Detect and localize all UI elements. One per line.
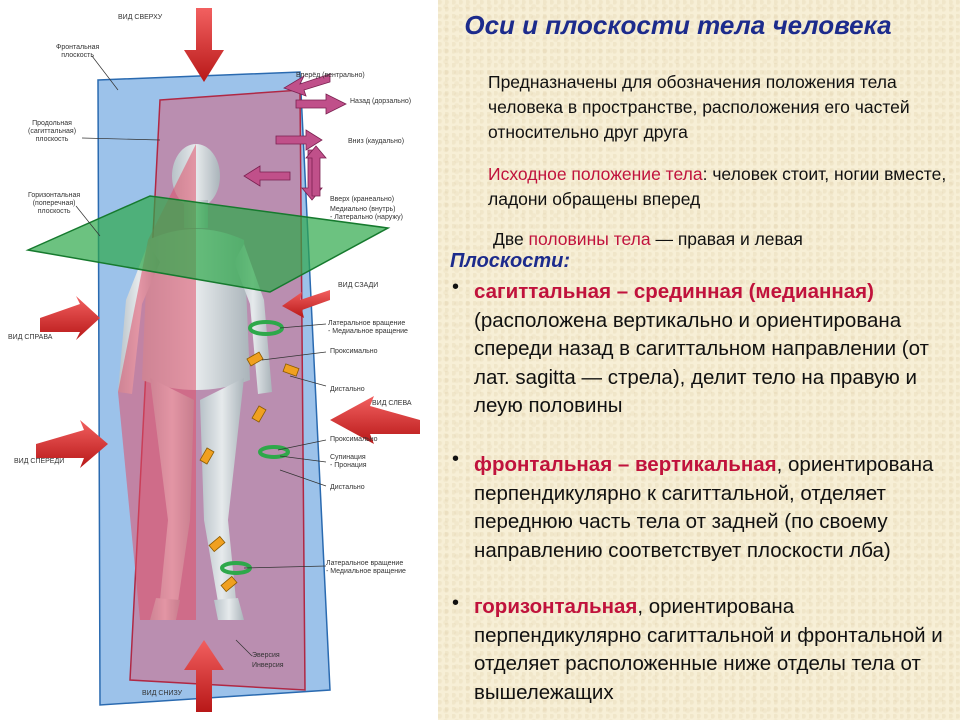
direction-chip: [251, 405, 267, 423]
label-supination: Супинация - Пронация: [330, 454, 367, 469]
view-front-arrow: [36, 420, 108, 468]
forward-arrow: [283, 73, 331, 97]
intro-paragraph: Предназначены для обозначения положения …: [488, 72, 910, 142]
label-sagittal-plane: Продольная (сагиттальная) плоскость: [28, 120, 77, 143]
direction-chip: [220, 575, 238, 593]
plane-term-horizontal: горизонтальная: [474, 595, 638, 618]
plane-item-horizontal: горизонтальная, ориентирована перпендику…: [474, 593, 954, 707]
direction-chip: [282, 363, 300, 377]
plane-item-sagittal: сагиттальная – срединная (медианная) (ра…: [474, 278, 954, 421]
label-back: Назад (дорзально): [350, 98, 412, 105]
bullet-1: •: [452, 276, 460, 298]
slide-background: [438, 0, 960, 720]
view-back-arrow: [282, 290, 330, 318]
plane-item-frontal: фронтальная – вертикальная, ориентирован…: [474, 451, 954, 565]
label-proximal-2: Проксимально: [330, 436, 378, 443]
label-inversion: Инверсия: [252, 662, 284, 669]
plane-text-frontal: , ориентирована перпендикулярно к сагитт…: [474, 453, 934, 562]
halves-paragraph: Две половины тела — правая и левая: [493, 227, 953, 252]
halves-term: половины тела: [528, 229, 651, 249]
label-view-bottom: ВИД СНИЗУ: [142, 690, 183, 697]
wrist-rotation-ring: [258, 445, 290, 459]
label-eversion: Эверсия: [252, 652, 280, 659]
slide-title: Оси и плоскости тела человека: [464, 10, 892, 40]
plane-term-sagittal: сагиттальная – срединная (медианная): [474, 280, 874, 303]
label-proximal-1: Проксимально: [330, 348, 378, 355]
planes-heading: Плоскости:: [450, 250, 571, 272]
view-right-arrow: [40, 296, 100, 340]
initial-position-text: : человек стоит, ногии вместе, ладони об…: [488, 164, 947, 209]
label-distal-2: Дистально: [330, 484, 365, 491]
initial-position-paragraph: Исходное положение тела: человек стоит, …: [488, 162, 948, 212]
view-bottom-arrow: [184, 640, 224, 712]
label-view-left: ВИД СЛЕВА: [372, 400, 412, 407]
label-medial-lateral: Медиально (внутрь) - Латерально (наружу): [330, 206, 403, 221]
plane-text-sagittal: (расположена вертикально и ориентирована…: [474, 308, 929, 418]
label-distal-1: Дистально: [330, 386, 365, 393]
halves-prefix: Две: [493, 229, 529, 249]
plane-term-frontal: фронтальная – вертикальная: [474, 453, 777, 476]
plane-text-horizontal: , ориентирована перпендикулярно сагиттал…: [474, 595, 943, 704]
label-forward: Вперёд (вентрально): [296, 72, 365, 79]
halves-text: — правая и левая: [650, 229, 803, 249]
initial-position-term: Исходное положение тела: [488, 164, 703, 184]
view-left-arrow: [330, 396, 420, 444]
label-view-top: ВИД СВЕРХУ: [118, 14, 163, 21]
label-rotation: Латеральное вращение - Медиальное вращен…: [328, 320, 408, 335]
lateral-arrow: [243, 165, 291, 187]
body-planes-illustration: [25, 8, 420, 712]
direction-chip: [199, 447, 215, 465]
direction-chip: [208, 535, 226, 553]
view-top-arrow: [184, 8, 224, 82]
medial-arrow: [275, 129, 323, 151]
up-arrow: [305, 145, 327, 197]
horizontal-plane: [25, 195, 391, 293]
bullet-2: •: [452, 448, 460, 470]
label-up: Вверх (кранеально): [330, 196, 395, 203]
back-arrow: [295, 93, 347, 115]
label-frontal-plane: Фронтальная плоскость: [56, 44, 100, 59]
label-view-right: ВИД СПРАВА: [8, 334, 53, 341]
direction-chip: [246, 351, 264, 367]
label-view-front: ВИД СПЕРЕДИ: [14, 458, 65, 465]
bullet-3: •: [452, 592, 460, 614]
label-view-back: ВИД СЗАДИ: [338, 282, 379, 289]
label-horizontal-plane: Горизонтальная (поперечная) плоскость: [28, 192, 81, 215]
label-rotation-2: Латеральное вращение - Медиальное вращен…: [326, 560, 406, 575]
label-down: Вниз (каудально): [348, 138, 405, 145]
